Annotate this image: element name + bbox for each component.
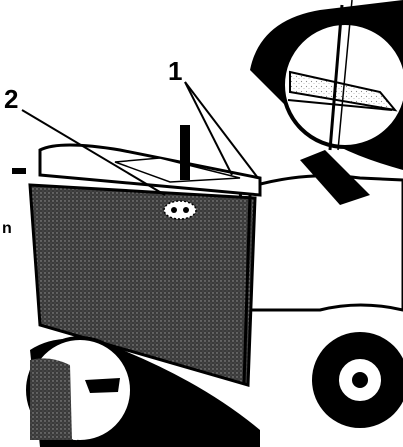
rear-wheel [312, 332, 403, 428]
detail-inset-top [250, 0, 403, 170]
edge-text-fragment: n [2, 220, 12, 237]
latch-detail [164, 201, 196, 219]
callout-1: 1 [168, 56, 182, 86]
callout-2: 2 [4, 84, 18, 114]
